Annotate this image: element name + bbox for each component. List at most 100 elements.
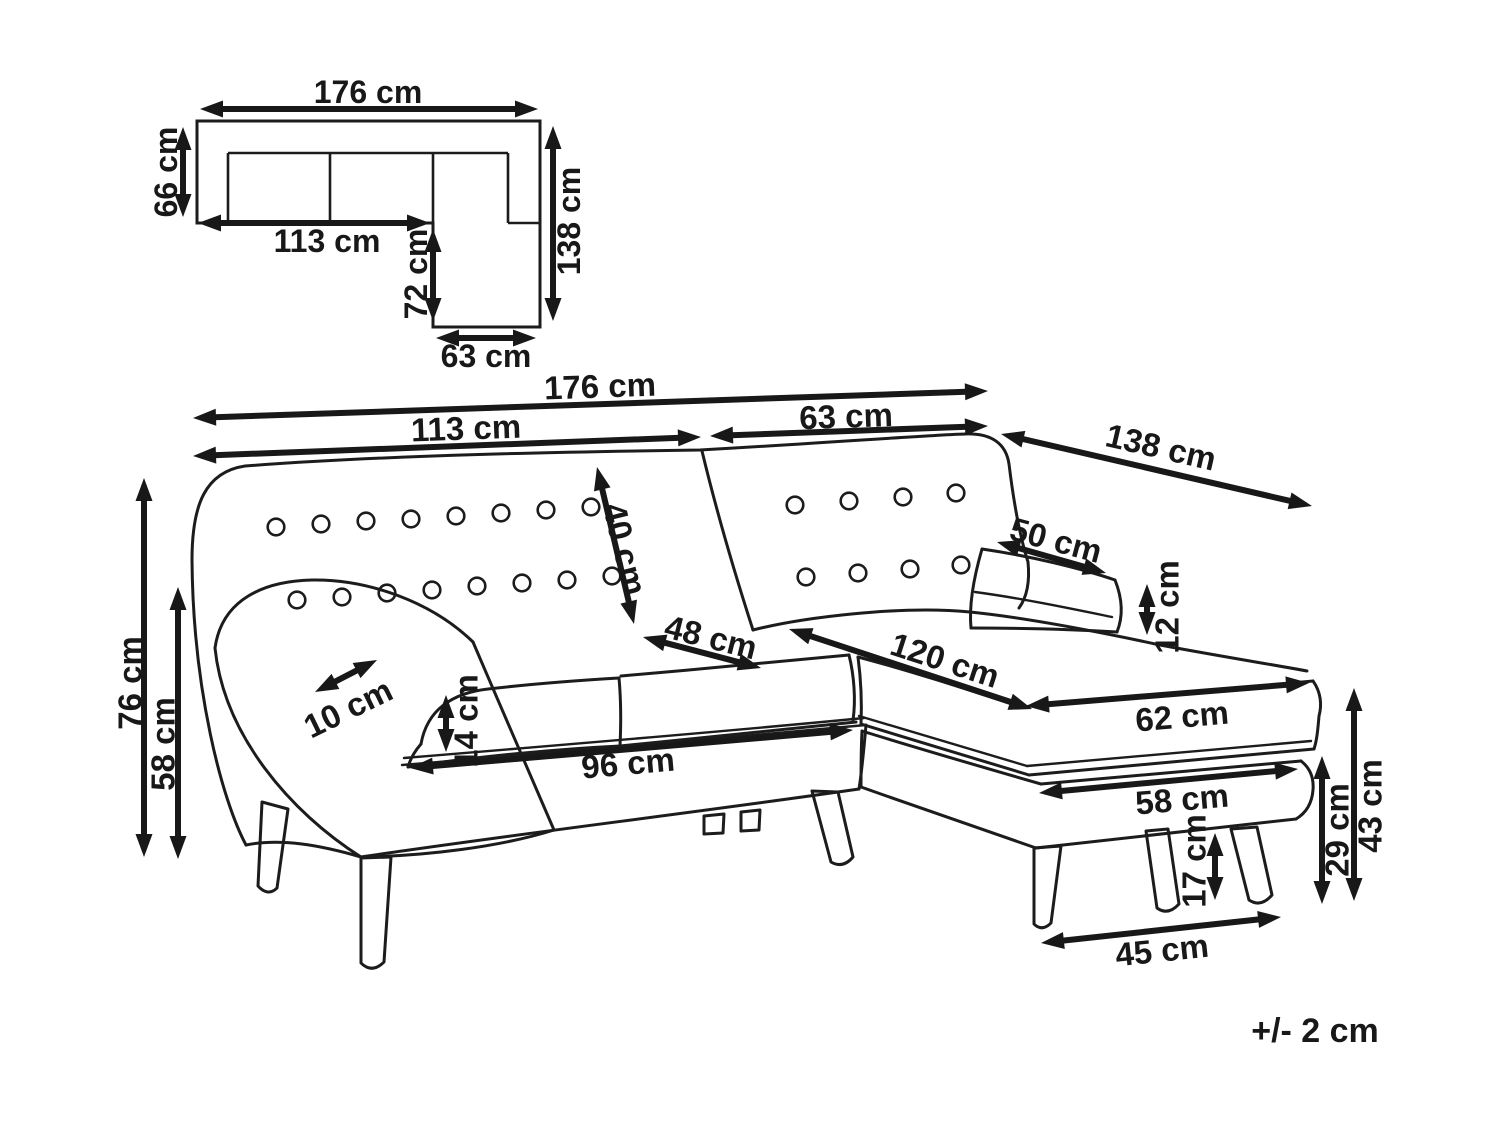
tufting-button bbox=[287, 590, 307, 610]
tufting-button bbox=[401, 509, 421, 529]
chaise-base-top-left bbox=[860, 729, 1043, 786]
dimension-label: 14 cm bbox=[448, 674, 485, 768]
dimension-label: 66 cm bbox=[148, 127, 184, 218]
dimension-line bbox=[655, 637, 749, 668]
armrest-front-edge bbox=[359, 828, 556, 859]
dimension-persp-leg-height: 17 cm bbox=[1176, 814, 1224, 908]
arrowhead bbox=[198, 214, 221, 232]
leg-chaise-front bbox=[1229, 825, 1274, 905]
arrowhead bbox=[1026, 695, 1050, 713]
dimension-label: 72 cm bbox=[398, 229, 434, 320]
back-right-edge bbox=[1017, 560, 1031, 610]
leg-back-stub-1 bbox=[702, 812, 726, 836]
chaise-piping-left bbox=[857, 714, 1029, 768]
arrowhead bbox=[410, 757, 434, 775]
arrowhead bbox=[1206, 833, 1224, 856]
tufting-button bbox=[946, 483, 966, 503]
headrest-right-edge bbox=[1113, 578, 1123, 634]
dimension-plan-total-width: 176 cm bbox=[200, 74, 538, 118]
dimension-persp-seat-width: 96 cm bbox=[410, 723, 853, 786]
headrest-top-edge bbox=[980, 547, 1117, 582]
arrowhead bbox=[620, 599, 637, 624]
arrowhead bbox=[193, 446, 217, 464]
chaise-left-bottom bbox=[859, 722, 1031, 777]
dimension-persp-chaise-front: 62 cm bbox=[1026, 676, 1309, 739]
dimension-label: 43 cm bbox=[1352, 759, 1389, 853]
arrowhead bbox=[193, 408, 217, 426]
arrowhead bbox=[515, 100, 538, 118]
dimension-plan-back-depth: 66 cm bbox=[148, 127, 192, 218]
arrowhead bbox=[1285, 676, 1309, 694]
seat-back-crease bbox=[751, 608, 1309, 673]
dimension-persp-headrest-height: 12 cm bbox=[1138, 560, 1186, 654]
arrowhead bbox=[544, 298, 562, 321]
dimension-line bbox=[1013, 434, 1300, 506]
dimension-persp-cushion-thick: 14 cm bbox=[437, 674, 485, 768]
dimension-persp-arm-height: 58 cm bbox=[145, 587, 187, 859]
tufting-button bbox=[266, 517, 286, 537]
arrowhead bbox=[710, 426, 734, 444]
dimension-line bbox=[423, 728, 840, 770]
dimension-label: 176 cm bbox=[314, 74, 423, 110]
dimension-line bbox=[206, 434, 688, 459]
dimension-persp-seat-height: 43 cm bbox=[1345, 688, 1389, 901]
arrowhead bbox=[1274, 762, 1298, 780]
dimension-persp-total-height: 76 cm bbox=[112, 478, 153, 857]
arrowhead bbox=[169, 836, 187, 859]
armrest-bottom bbox=[244, 840, 363, 859]
tufting-button bbox=[785, 495, 805, 515]
dimension-persp-chaise-base: 58 cm bbox=[1039, 762, 1298, 822]
leg-junction bbox=[810, 789, 855, 867]
arrowhead bbox=[1206, 877, 1224, 900]
cushion1-top-edge bbox=[419, 676, 621, 746]
leg-front-left bbox=[359, 855, 393, 970]
arrowhead bbox=[1138, 612, 1156, 635]
chaise-right-cap bbox=[1311, 679, 1323, 751]
arrowhead bbox=[1138, 584, 1156, 607]
dimension-line bbox=[801, 630, 1020, 708]
tufting-button bbox=[951, 555, 971, 575]
arrowhead bbox=[789, 628, 814, 645]
chaise-left-cap bbox=[856, 655, 863, 726]
base-piping-1 bbox=[402, 716, 866, 760]
arrowhead bbox=[1007, 693, 1032, 710]
arrowhead bbox=[174, 127, 192, 150]
arrowhead bbox=[997, 540, 1022, 557]
dimension-label: 58 cm bbox=[145, 697, 182, 791]
arrowhead bbox=[1345, 688, 1363, 711]
tufting-button bbox=[557, 570, 577, 590]
dimension-label: 76 cm bbox=[112, 636, 149, 730]
tufting-button bbox=[422, 580, 442, 600]
dimension-label: 113 cm bbox=[410, 408, 521, 449]
chaise-base-right bbox=[1294, 759, 1315, 821]
dimension-label: 176 cm bbox=[543, 366, 656, 407]
dimension-persp-chaise-length: 120 cm bbox=[789, 625, 1032, 710]
arrowhead bbox=[1287, 492, 1312, 510]
dimension-line bbox=[1052, 767, 1285, 795]
tufting-button bbox=[512, 573, 532, 593]
dimension-label: 120 cm bbox=[886, 625, 1004, 695]
dimension-label: 63 cm bbox=[441, 338, 532, 374]
dimension-line bbox=[597, 479, 634, 612]
dimension-persp-chaise-back: 63 cm bbox=[710, 396, 988, 444]
arrowhead bbox=[135, 834, 153, 857]
arrowhead bbox=[424, 298, 442, 321]
armrest-top bbox=[213, 578, 475, 650]
tufting-button bbox=[491, 503, 511, 523]
tufting-button bbox=[467, 576, 487, 596]
dimension-persp-armrest-width: 10 cm bbox=[298, 660, 398, 745]
arrowhead bbox=[200, 100, 223, 118]
tolerance-note: +/- 2 cm bbox=[1251, 1012, 1379, 1050]
chaise-front-bottom bbox=[1027, 747, 1316, 777]
arrowhead bbox=[544, 126, 562, 149]
dimension-line bbox=[1009, 542, 1094, 573]
chaise-base-top bbox=[1039, 759, 1303, 786]
dimension-label: 17 cm bbox=[1176, 814, 1213, 908]
arrowhead bbox=[437, 695, 455, 718]
dimension-persp-left-width: 113 cm bbox=[193, 408, 701, 464]
dimension-label: 63 cm bbox=[799, 396, 894, 436]
arrowhead bbox=[1039, 782, 1063, 800]
cushion-divider bbox=[617, 676, 623, 748]
arrowhead bbox=[169, 587, 187, 610]
